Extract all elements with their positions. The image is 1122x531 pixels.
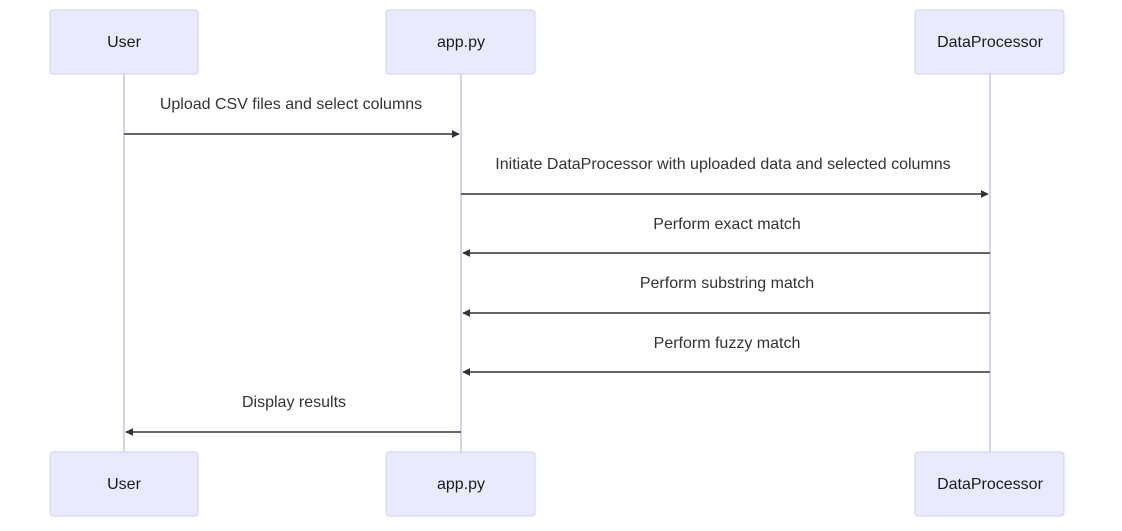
message-4: Perform substring match [462,275,990,317]
actor-bottom-user: User [49,451,199,517]
actor-top-user: User [49,9,199,75]
actor-top-dataprocessor: DataProcessor [914,9,1065,75]
message-6-label: Display results [242,394,346,411]
message-3-label: Perform exact match [653,216,801,233]
actor-bottom-app-label: app.py [437,476,485,493]
actor-top-dataprocessor-label: DataProcessor [937,34,1043,51]
message-3: Perform exact match [462,216,990,257]
message-1: Upload CSV files and select columns [124,96,460,138]
lifelines [123,74,991,452]
actor-bottom-app: app.py [385,451,536,517]
actor-top-app: app.py [385,9,536,75]
message-4-label: Perform substring match [640,275,814,292]
actor-bottom-user-label: User [107,476,141,493]
message-6: Display results [125,394,461,436]
message-5-label: Perform fuzzy match [654,335,801,352]
message-2: Initiate DataProcessor with uploaded dat… [461,156,989,198]
actor-top-app-label: app.py [437,34,485,51]
actor-bottom-dataprocessor: DataProcessor [914,451,1065,517]
actor-top-user-label: User [107,34,141,51]
message-2-label: Initiate DataProcessor with uploaded dat… [495,156,950,173]
message-1-label: Upload CSV files and select columns [160,96,422,113]
message-5: Perform fuzzy match [462,335,990,376]
actor-bottom-dataprocessor-label: DataProcessor [937,476,1043,493]
